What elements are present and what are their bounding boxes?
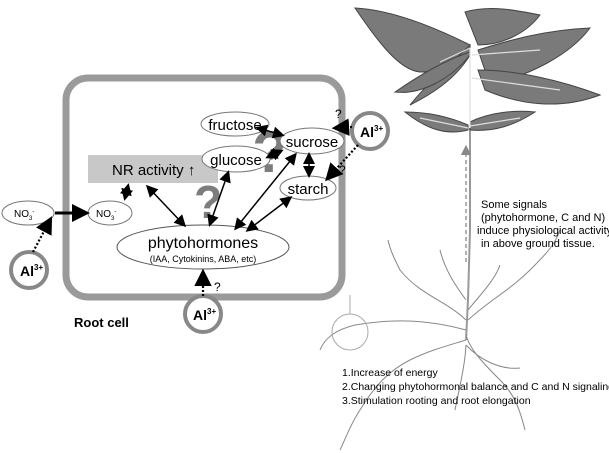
al-badge-left: Al3+ [9, 250, 49, 290]
roots [319, 229, 561, 451]
starch-label: starch [288, 181, 329, 198]
no3-outside-label: NO3- [14, 209, 34, 222]
plant-stem [465, 128, 471, 341]
plant [319, 7, 602, 451]
fructose-label: fructose [208, 117, 261, 134]
question-al-phytohormones: ? [214, 280, 221, 294]
effect-2: 2.Changing phytohormonal balance and C a… [342, 381, 609, 393]
pathway-arrows [119, 124, 315, 232]
phytohormones-sub-label: (IAA, Cytokinins, ABA, etc) [150, 254, 257, 264]
fructose-node [200, 111, 270, 137]
svg-text:Al3+: Al3+ [20, 263, 43, 279]
question-al-starch: ? [339, 163, 346, 177]
signal-line-1: Some signals [481, 199, 548, 211]
effect-3: 3.Stimulation rooting and root elongatio… [342, 395, 531, 407]
effects-list: 1.Increase of energy 2.Changing phytohor… [342, 367, 609, 407]
svg-text:Al3+: Al3+ [193, 307, 216, 323]
signal-line-4: in above ground tissue. [481, 238, 595, 250]
signal-line-3: induce physiological activity [477, 225, 609, 237]
glucose-label: glucose [210, 152, 262, 169]
al-badge-bottom: Al3+ [183, 294, 223, 334]
effect-1: 1.Increase of energy [342, 367, 438, 379]
leaf-mid-left-large [393, 51, 471, 93]
root-cell-label: Root cell [74, 315, 129, 330]
question-al-sucrose: ? [335, 107, 342, 121]
nr-activity-label: NR activity ↑ [112, 162, 195, 179]
al-influence-arrows [32, 118, 359, 296]
nr-activity-box [88, 155, 218, 183]
leaf-top-right [464, 8, 541, 46]
phytohormones-label: phytohormones [148, 235, 258, 252]
no3-inside-label: NO3- [96, 209, 116, 222]
al-badge-right: Al3+ [350, 111, 390, 151]
svg-text:Al3+: Al3+ [360, 124, 383, 140]
signal-line-2: (phytohormone, C and N) [481, 212, 605, 224]
sucrose-label: sucrose [286, 134, 339, 151]
signal-annotation: Some signals (phytohormone, C and N) ind… [477, 199, 609, 250]
